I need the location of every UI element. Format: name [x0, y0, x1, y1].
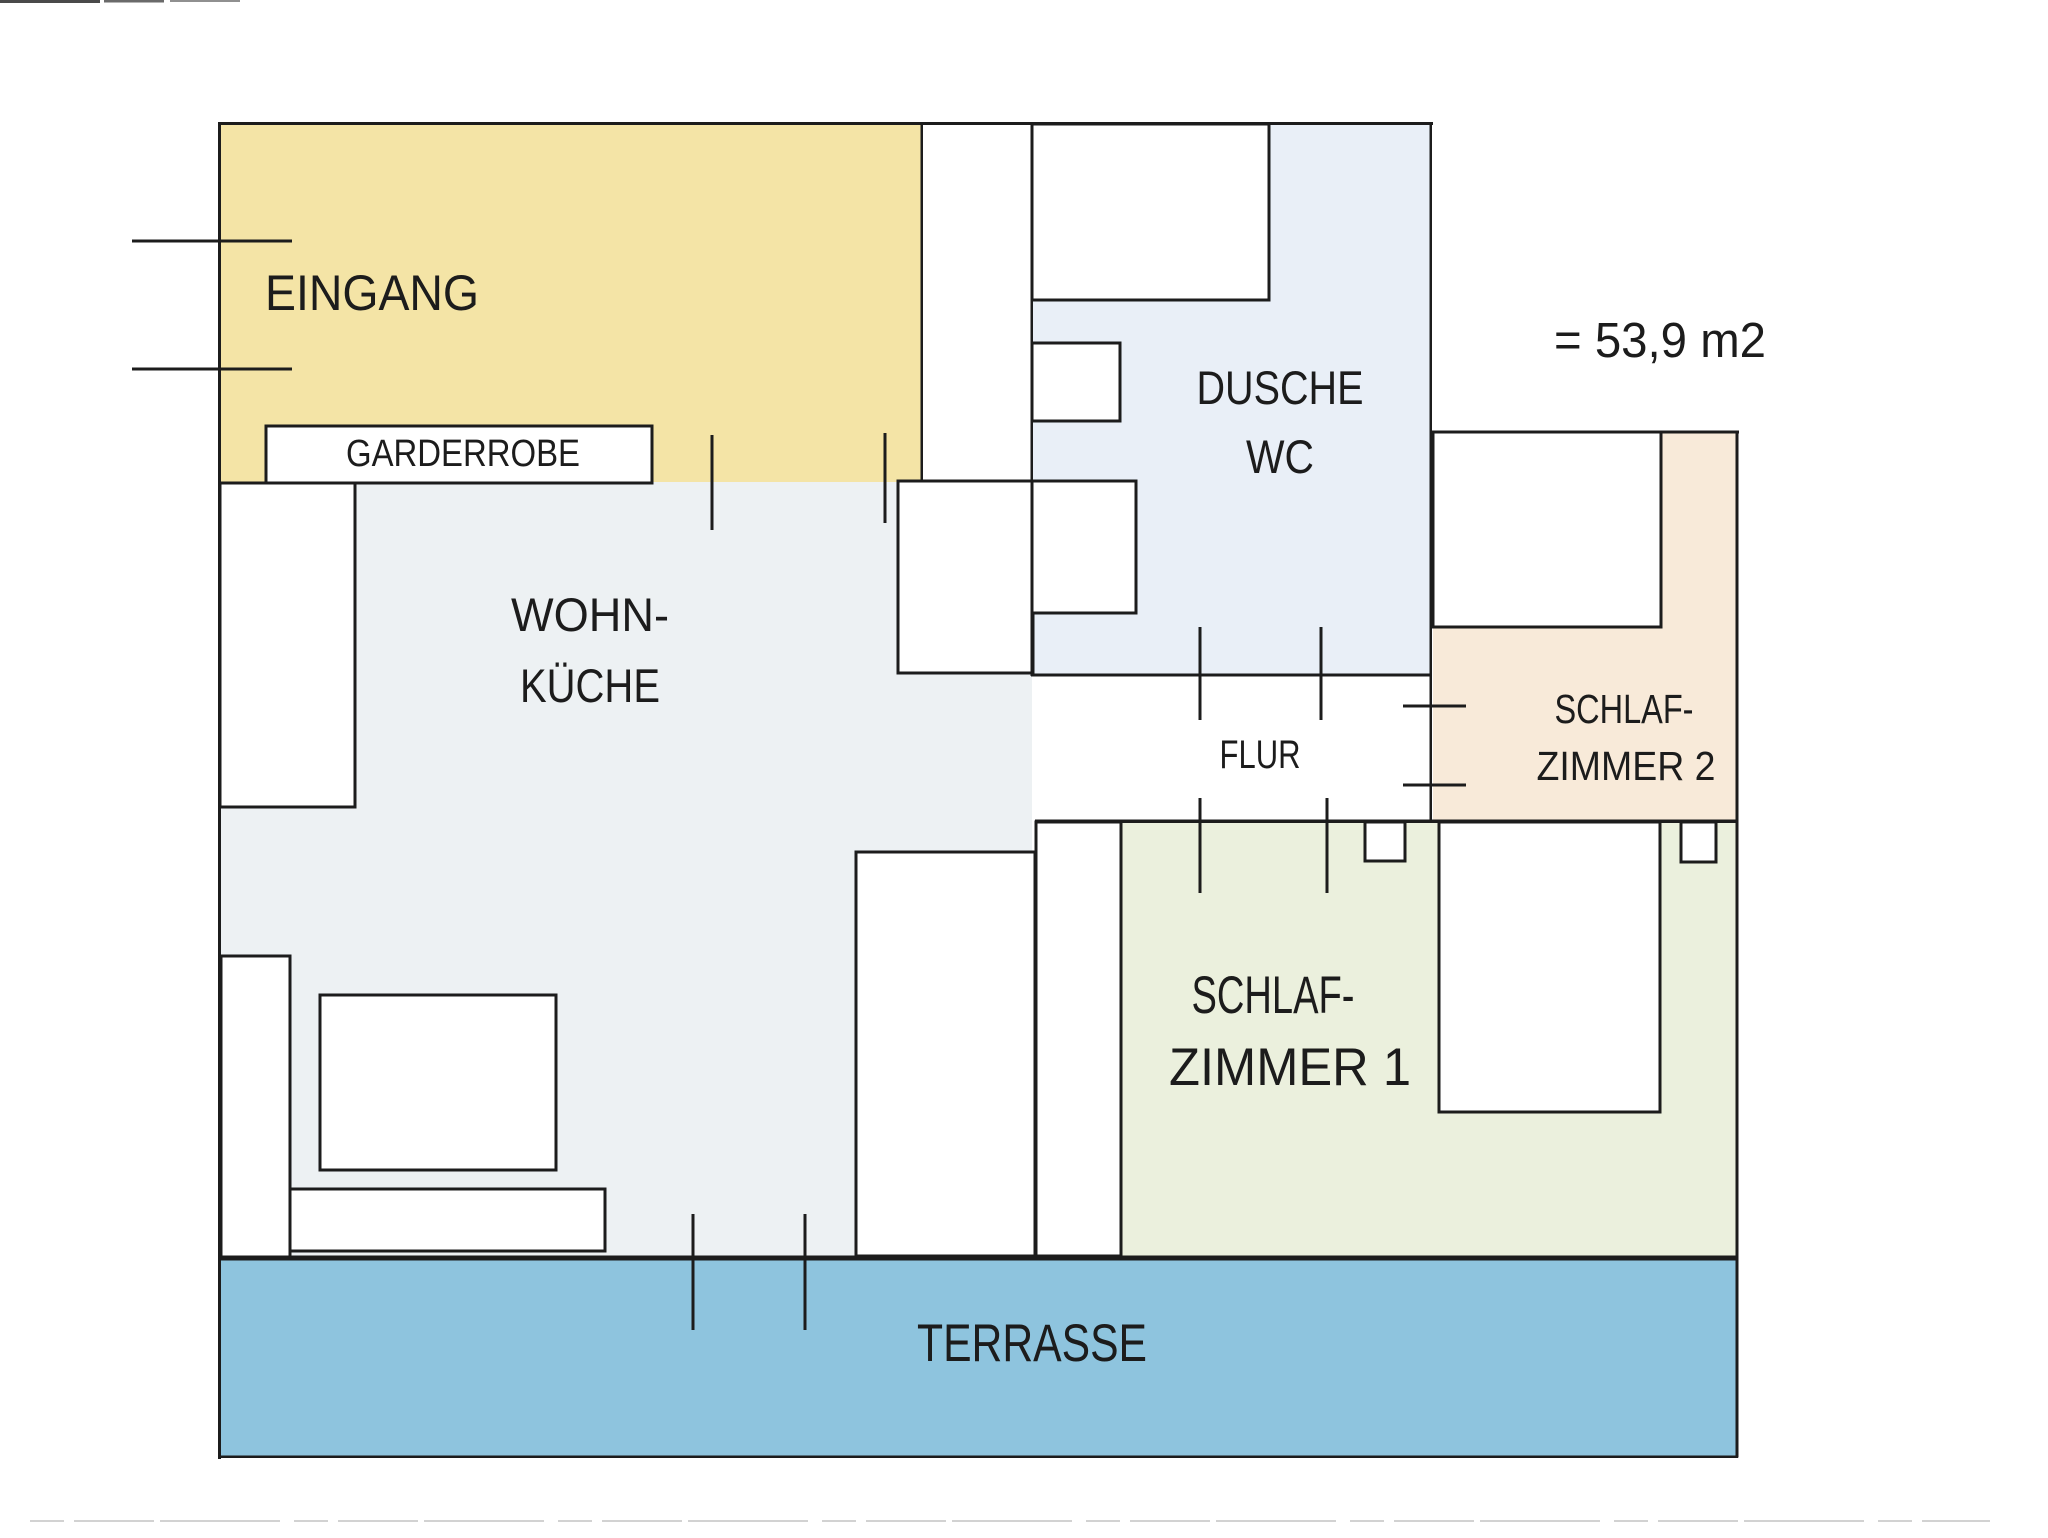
svg-text:KÜCHE: KÜCHE: [520, 659, 660, 712]
svg-text:SCHLAF-: SCHLAF-: [1555, 686, 1694, 732]
svg-text:DUSCHE: DUSCHE: [1197, 361, 1364, 414]
svg-text:WOHN-: WOHN-: [511, 588, 669, 641]
svg-text:WC: WC: [1246, 430, 1314, 483]
svg-text:= 53,9 m2: = 53,9 m2: [1554, 314, 1766, 368]
svg-text:SCHLAF-: SCHLAF-: [1192, 966, 1355, 1025]
svg-text:GARDERROBE: GARDERROBE: [346, 433, 580, 475]
svg-text:ZIMMER 2: ZIMMER 2: [1537, 743, 1716, 789]
svg-text:ZIMMER 1: ZIMMER 1: [1169, 1038, 1411, 1097]
svg-text:EINGANG: EINGANG: [265, 265, 479, 321]
svg-text:FLUR: FLUR: [1220, 733, 1301, 777]
svg-text:TERRASSE: TERRASSE: [917, 1314, 1147, 1373]
